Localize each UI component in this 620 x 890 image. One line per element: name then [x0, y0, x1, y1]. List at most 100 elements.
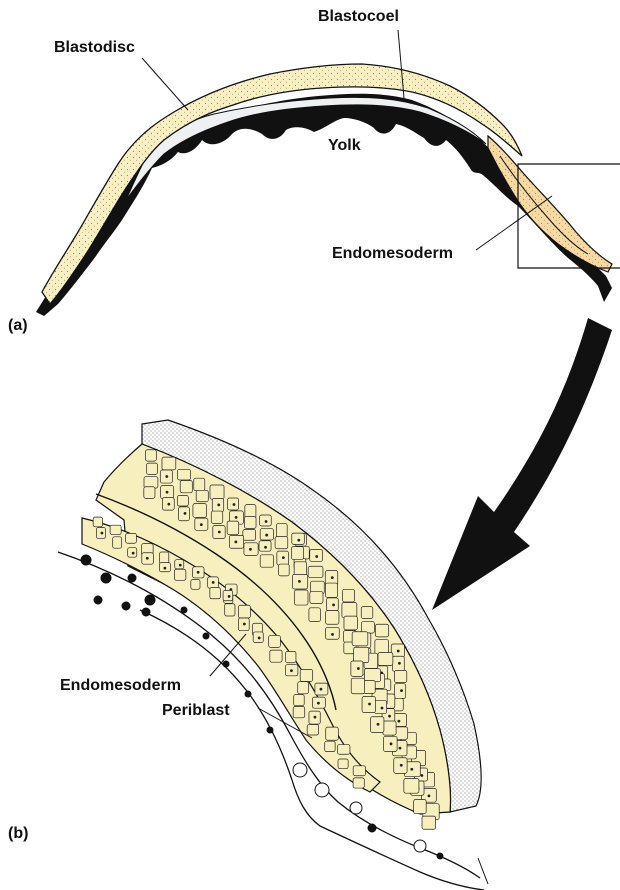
cell-nucleus	[399, 747, 402, 750]
yolk-granule	[437, 853, 443, 859]
endomesoderm-label-b: Endomesoderm	[60, 678, 181, 694]
cell	[325, 583, 337, 597]
cell-nucleus	[320, 688, 323, 691]
cell-nucleus	[357, 667, 360, 670]
periblast-nucleus	[315, 783, 329, 797]
cell-nucleus	[314, 716, 317, 719]
yolk-granule	[145, 595, 155, 605]
cell	[307, 725, 318, 735]
cell-nucleus	[332, 604, 335, 607]
cell-nucleus	[282, 556, 285, 559]
cell	[244, 517, 256, 529]
cell	[238, 605, 250, 618]
cell	[351, 661, 363, 676]
periblast-nucleus	[293, 763, 307, 777]
periblast-label: Periblast	[162, 703, 230, 719]
cell	[191, 579, 200, 589]
cell-nucleus	[218, 531, 221, 534]
cell-nucleus	[234, 540, 237, 543]
cell	[414, 799, 427, 813]
cell	[354, 647, 369, 662]
cell	[404, 778, 419, 793]
cell-nucleus	[265, 534, 268, 537]
cell	[338, 759, 348, 769]
cell	[279, 564, 290, 576]
cell	[144, 477, 158, 488]
cell-nucleus	[249, 548, 252, 551]
cell-nucleus	[317, 702, 320, 705]
panel-a-letter: (a)	[8, 318, 28, 334]
cell-nucleus	[397, 650, 400, 653]
cell-nucleus	[421, 774, 424, 777]
yolk-granule	[142, 608, 150, 616]
cell	[276, 524, 287, 538]
cell-nucleus	[264, 546, 267, 549]
cell	[162, 457, 176, 470]
cell-nucleus	[397, 720, 400, 723]
cell	[294, 562, 306, 576]
cell	[309, 608, 320, 622]
yolk-granule	[128, 574, 136, 582]
cell-nucleus	[184, 512, 187, 515]
yolk-granule	[122, 602, 130, 610]
cell	[395, 670, 407, 682]
cell-nucleus	[217, 503, 220, 506]
blastocoel-label: Blastocoel	[318, 9, 399, 25]
cell	[298, 682, 309, 694]
cell-nucleus	[200, 523, 203, 526]
cell-nucleus	[179, 564, 182, 567]
cell	[147, 463, 158, 474]
panel-b-letter: (b)	[8, 826, 28, 842]
cell	[177, 495, 188, 506]
magnification-arrow	[432, 318, 612, 610]
cell	[353, 766, 365, 776]
cell-nucleus	[197, 571, 200, 574]
cell	[210, 485, 224, 499]
cell	[361, 607, 373, 619]
cell	[383, 721, 396, 735]
cell-nucleus	[265, 520, 268, 523]
periblast-nucleus	[414, 840, 426, 852]
yolk-granule	[94, 596, 102, 604]
yolk-granule	[223, 661, 229, 667]
cell	[243, 530, 256, 541]
cell-nucleus	[146, 557, 149, 560]
cell-nucleus	[400, 689, 403, 692]
cut-line	[478, 858, 488, 884]
cell-nucleus	[331, 576, 334, 579]
cell	[174, 569, 185, 580]
cell-nucleus	[315, 555, 318, 558]
yolk-granule	[368, 824, 376, 832]
cell	[294, 590, 308, 605]
yolk-granule	[203, 633, 209, 639]
cell	[352, 632, 368, 646]
cell	[227, 521, 239, 534]
cell-nucleus	[167, 503, 170, 506]
cell	[270, 650, 282, 662]
cell-nucleus	[377, 723, 380, 726]
cell-nucleus	[163, 567, 166, 570]
cell	[286, 651, 296, 662]
cell	[145, 450, 156, 461]
cell	[223, 590, 233, 600]
cell-nucleus	[228, 595, 231, 598]
cell-nucleus	[410, 768, 413, 771]
periblast-nucleus	[350, 802, 362, 814]
cell	[194, 478, 205, 491]
cell	[326, 611, 339, 625]
cell	[196, 490, 208, 501]
cell	[294, 694, 305, 705]
yolk-label: Yolk	[328, 138, 361, 154]
cell	[308, 566, 323, 577]
cell-nucleus	[298, 580, 301, 583]
cell	[378, 652, 393, 665]
cell	[343, 589, 355, 602]
cell-nucleus	[428, 794, 431, 797]
cell-nucleus	[381, 707, 384, 710]
cell	[325, 741, 335, 751]
cell-nucleus	[258, 637, 261, 640]
cell	[300, 669, 312, 681]
cell-nucleus	[132, 552, 135, 555]
